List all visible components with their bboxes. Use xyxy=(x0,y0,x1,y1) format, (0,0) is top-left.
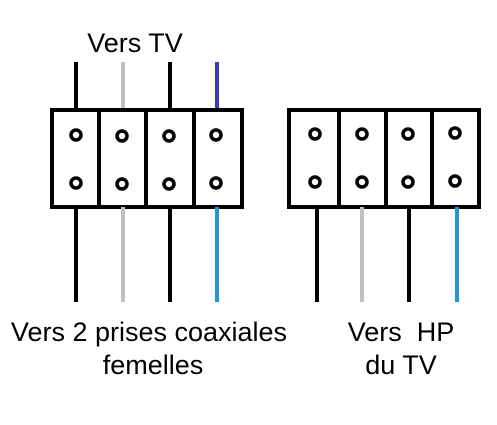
left-screw-2-bottom xyxy=(115,177,129,191)
left-screw-3-bottom xyxy=(162,177,176,191)
right-screw-3-top xyxy=(401,127,415,141)
left-screw-4-top xyxy=(209,128,223,142)
right-screw-2-top xyxy=(355,127,369,141)
right-terminal-block xyxy=(287,108,481,209)
right-screw-3-bottom xyxy=(401,175,415,189)
label-coax-line1: Vers 2 prises coaxiales xyxy=(11,317,287,347)
left-screw-1-top xyxy=(69,128,83,142)
right-screw-1-bottom xyxy=(308,175,322,189)
left-screw-2-top xyxy=(115,129,129,143)
label-hp-line2: du TV xyxy=(365,350,437,380)
left-terminal-block xyxy=(50,108,244,209)
left-screw-4-bottom xyxy=(209,176,223,190)
right-screw-1-top xyxy=(308,127,322,141)
left-screw-1-bottom xyxy=(69,176,83,190)
coax-wires xyxy=(74,207,219,302)
left-screw-3-top xyxy=(162,129,176,143)
right-screw-4-top xyxy=(448,126,462,140)
label-hp-line1: Vers HP xyxy=(348,317,455,347)
label-vers-tv: Vers TV xyxy=(87,28,183,58)
right-screw-4-bottom xyxy=(448,174,462,188)
right-screw-2-bottom xyxy=(355,175,369,189)
label-coax-line2: femelles xyxy=(103,350,204,380)
tv-wires xyxy=(74,62,219,110)
speaker-wires xyxy=(315,207,459,302)
